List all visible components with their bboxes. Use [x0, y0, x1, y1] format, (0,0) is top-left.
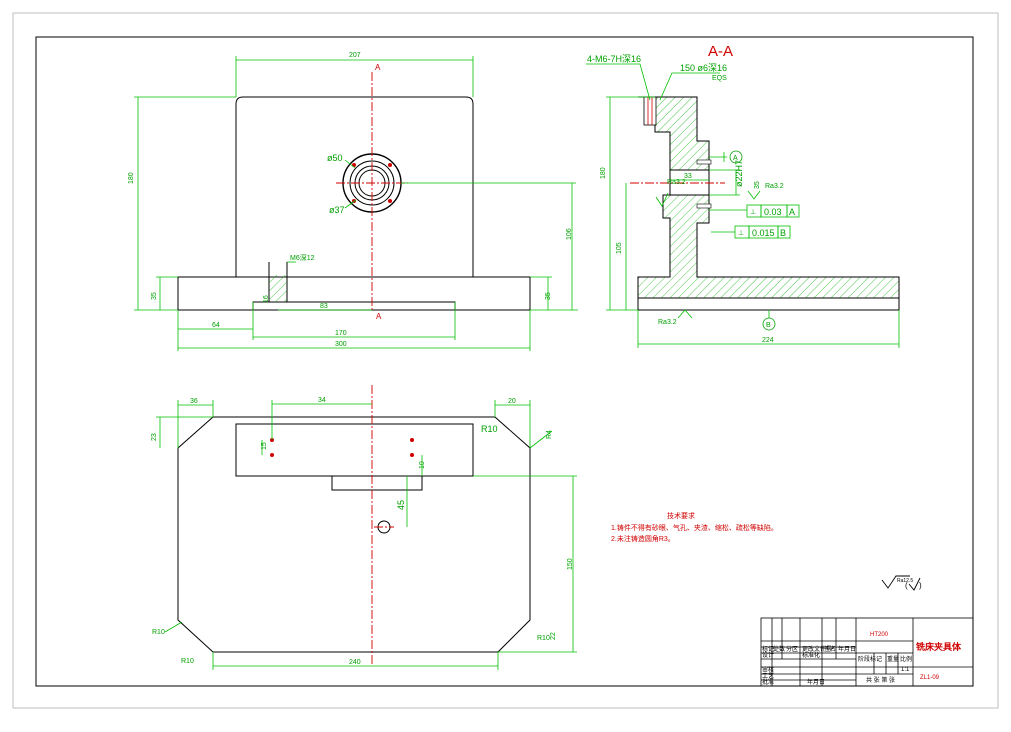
dim-front-hole-note: M6深12: [290, 253, 315, 262]
dim-front-slot-w: 16: [263, 295, 270, 303]
section-dim-bore: ø22H7: [734, 160, 744, 187]
tb-label-approve: 批准: [762, 678, 774, 686]
tb-label-sheets: 共 张 第 张: [866, 676, 895, 684]
tb-label-count: 处数: [773, 645, 785, 653]
front-view: A A 207 180 35 35 106 64 170 300 83: [128, 52, 578, 351]
tb-label-docno: 更改文件号: [802, 645, 832, 653]
front-slot: [252, 301, 456, 310]
outer-border: [12, 12, 999, 709]
top-dim-240: 240: [349, 659, 361, 666]
roughness-symbol: Ra12.5 ( ): [881, 575, 922, 591]
section-dim-center: 105: [616, 242, 623, 254]
dim-front-width: 207: [349, 52, 361, 59]
top-dim-r10-bl: R10: [152, 629, 165, 636]
tol1-symbol: ⊥: [750, 209, 756, 216]
svg-text:): ): [919, 581, 922, 590]
tb-label-stage: 阶段标记: [858, 655, 882, 663]
roughness-symbol-label: Ra12.5: [897, 578, 913, 584]
dim-front-base-h: 35: [151, 292, 158, 300]
top-dim-bl: R10: [181, 658, 194, 665]
tech-notes-line2: 2.未注铸造圆角R3。: [611, 534, 675, 543]
tb-label-process: 工艺: [762, 672, 774, 680]
dim-front-slot: 170: [335, 330, 347, 337]
dim-front-left: 64: [212, 322, 220, 329]
section-datum-b: B: [766, 322, 771, 329]
tol2-value: 0.015: [752, 228, 775, 238]
top-view: 36 34 20 23 R4 R10 15 10 45 150 240 R10 …: [151, 385, 577, 670]
dim-front-center: 83: [320, 303, 328, 310]
section-dim-height: 180: [600, 167, 607, 179]
section-view: A-A 4-M6-7H深16 150 ø6深16 EQS A 180 105: [586, 43, 900, 348]
tb-label-zone: 分区: [786, 645, 798, 653]
top-dim-10: 10: [419, 461, 426, 469]
top-dim-corner-r: R4: [546, 430, 553, 439]
dim-front-dia-outer: ø50: [327, 153, 343, 163]
top-dim-left-w: 36: [190, 398, 198, 405]
front-upright: [235, 96, 474, 277]
tb-label-design: 设计: [762, 651, 774, 659]
section-dim-35: 35: [754, 181, 761, 189]
top-dim-br2: 22: [550, 632, 557, 640]
tb-material: HT200: [870, 632, 889, 638]
section-depth-note: 150 ø6深16: [680, 63, 727, 73]
top-dim-right-w: 20: [508, 398, 516, 405]
tb-scale: 1:1: [901, 667, 910, 673]
top-dim-corner-l: 23: [151, 433, 158, 441]
dim-front-dia-inner: ø37: [329, 205, 345, 215]
top-dim-15: 15: [261, 442, 268, 450]
top-upright-rect: [235, 423, 474, 477]
section-datum-a: A: [733, 155, 738, 162]
tb-label-mark: 标记: [762, 645, 774, 653]
tol1-value: 0.03: [764, 207, 782, 217]
title-block: 标记 处数 分区 更改文件号 签名 年月日 设计 标准化 阶段标记 重量 比例 …: [760, 617, 974, 687]
tb-label-weight: 重量: [887, 655, 899, 663]
tb-drawing-no: ZL1-09: [920, 675, 940, 681]
tech-notes: 技术要求 1.铸件不得有砂眼、气孔、夹渣、缩松、疏松等缺陷。 2.未注铸造圆角R…: [611, 511, 778, 543]
section-ra2: Ra3.2: [765, 183, 784, 190]
top-dim-r10: R10: [481, 424, 498, 434]
tb-part-name: 铣床夹具体: [916, 641, 962, 652]
section-dim-length: 224: [762, 337, 774, 344]
section-body: [637, 96, 900, 299]
section-dim-33: 33: [684, 173, 692, 180]
top-dim-mid: 34: [318, 397, 326, 404]
section-ra1: Ra3.2: [667, 179, 686, 186]
dim-front-total: 300: [335, 341, 347, 348]
top-dim-150: 150: [567, 558, 574, 570]
tb-label-date2: 年月日: [807, 678, 825, 686]
tech-notes-heading: 技术要求: [667, 511, 695, 520]
inner-border: [35, 36, 974, 687]
section-depth-note2: EQS: [712, 75, 727, 82]
tb-label-sign: 签名: [824, 645, 836, 653]
dim-front-base-h-right: 35: [545, 292, 552, 300]
section-ra3: Ra3.2: [658, 319, 677, 326]
top-outline: [177, 416, 531, 653]
svg-text:(: (: [905, 581, 908, 590]
section-thread-note: 4-M6-7H深16: [587, 54, 641, 64]
top-dim-br: R10: [537, 635, 550, 642]
tol1-datum: A: [789, 207, 795, 217]
cut-label-top: A: [375, 63, 381, 72]
section-label: A-A: [708, 43, 733, 60]
tb-label-std: 标准化: [802, 651, 820, 659]
front-base: [177, 276, 531, 311]
tb-label-check: 审核: [762, 666, 774, 674]
tol2-symbol: ⊥: [738, 230, 744, 237]
dim-front-hole-h: 106: [566, 228, 573, 240]
section-bore: [669, 169, 710, 196]
cut-label-bottom: A: [376, 312, 382, 321]
tech-notes-line1: 1.铸件不得有砂眼、气孔、夹渣、缩松、疏松等缺陷。: [611, 523, 778, 532]
tb-label-ratio: 比例: [900, 655, 912, 663]
top-dim-45: 45: [396, 500, 406, 510]
tb-label-date: 年月日: [838, 645, 856, 653]
dim-front-height: 180: [128, 172, 135, 184]
tol2-datum: B: [780, 228, 786, 238]
